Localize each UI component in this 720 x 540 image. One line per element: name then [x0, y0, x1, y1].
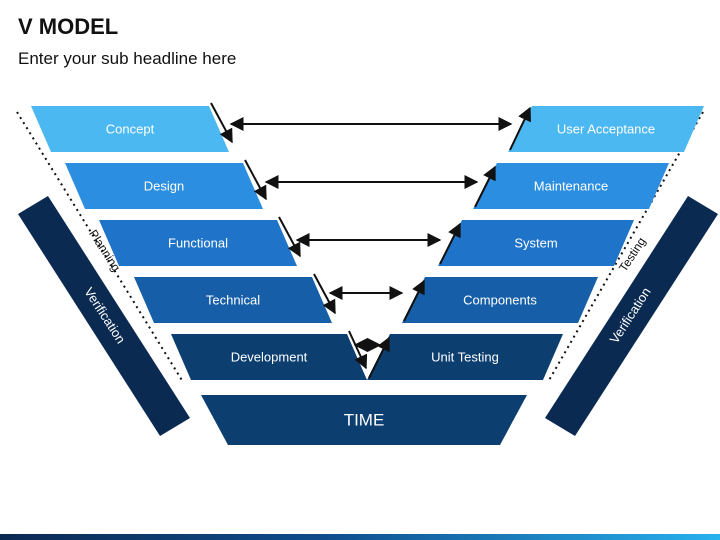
descend-arrow-5: [348, 330, 368, 370]
stage-development: [171, 334, 367, 380]
stage-label-user-acceptance: User Acceptance: [557, 121, 655, 136]
stage-concept: [31, 106, 229, 152]
ascend-arrow-2: [403, 279, 425, 322]
stage-label-system: System: [514, 235, 557, 250]
descend-arrow-3: [278, 216, 301, 258]
stage-technical: [134, 277, 332, 323]
stage-label-technical: Technical: [206, 292, 260, 307]
ascend-arrow-1: [368, 336, 390, 379]
planning-dotted-line: [16, 111, 184, 383]
stage-label-concept: Concept: [106, 121, 155, 136]
ascend-arrow-5: [509, 106, 531, 151]
stage-unit-testing: [367, 334, 563, 380]
stage-label-development: Development: [231, 349, 308, 364]
stage-label-unit-testing: Unit Testing: [431, 349, 499, 364]
slide-subtitle: Enter your sub headline here: [18, 49, 237, 68]
stage-label-design: Design: [144, 178, 184, 193]
ascend-arrow-4: [474, 165, 496, 208]
testing-dotted-line: [547, 111, 704, 383]
stage-system: [438, 220, 634, 266]
bottom-accent-bar: [0, 534, 720, 540]
descend-arrow-2: [244, 159, 267, 201]
ascend-arrow-3: [439, 222, 461, 265]
slide-title: V MODEL: [18, 14, 119, 39]
left-verification-band: [18, 196, 190, 436]
right-verification-band: [545, 196, 718, 436]
stage-label-maintenance: Maintenance: [534, 178, 608, 193]
descend-arrow-1: [210, 102, 233, 144]
stage-maintenance: [473, 163, 669, 209]
stage-label-functional: Functional: [168, 235, 228, 250]
time-label: TIME: [344, 410, 385, 429]
stage-components: [402, 277, 598, 323]
time-base: [201, 395, 527, 445]
stage-label-components: Components: [463, 292, 537, 307]
stage-design: [65, 163, 263, 209]
stage-functional: [99, 220, 297, 266]
descend-arrow-4: [313, 273, 336, 315]
stage-user-acceptance: [508, 106, 704, 152]
